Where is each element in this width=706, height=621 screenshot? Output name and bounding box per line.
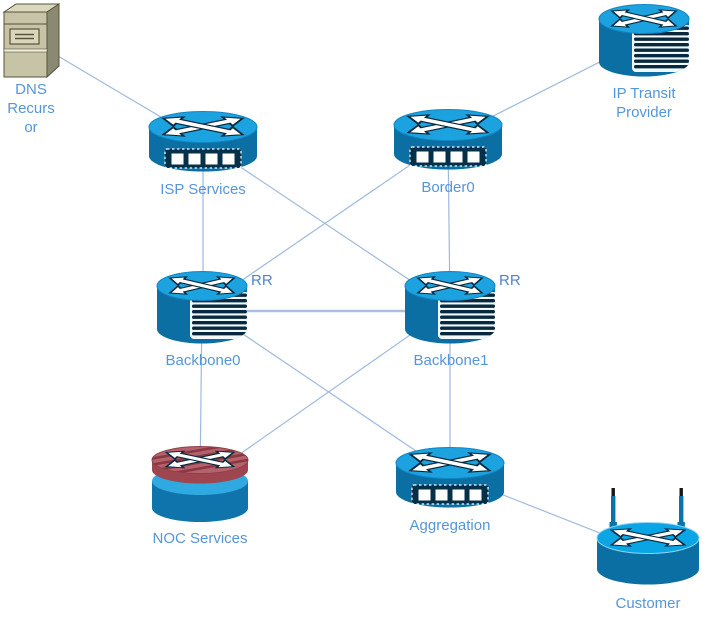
- edge-backbone0-aggregation: [202, 306, 451, 475]
- node-ip-transit-provider[interactable]: [597, 2, 691, 80]
- tag-backbone0-rr: RR: [251, 272, 273, 289]
- edge-border0-backbone0: [202, 138, 449, 308]
- router-redtop-icon: [150, 445, 250, 523]
- router-ports-icon: [393, 108, 503, 170]
- node-isp-services[interactable]: [148, 110, 258, 172]
- router-stack-icon: [597, 2, 691, 80]
- node-aggregation[interactable]: [395, 446, 505, 508]
- wireless-router-icon: [595, 486, 701, 586]
- label-backbone1: Backbone1: [413, 352, 489, 369]
- label-border0: Border0: [421, 179, 475, 196]
- label-noc-services: NOC Services: [152, 530, 248, 547]
- label-ip-transit-provider: IP Transit Provider: [612, 85, 676, 121]
- label-isp-services: ISP Services: [160, 181, 246, 198]
- router-ports-icon: [395, 446, 505, 508]
- tag-backbone1-rr: RR: [499, 272, 521, 289]
- label-backbone0: Backbone0: [165, 352, 241, 369]
- label-dns-recursor: DNS Recurs or: [7, 81, 55, 136]
- node-dns-recursor[interactable]: [2, 1, 60, 79]
- label-aggregation: Aggregation: [409, 517, 491, 534]
- label-customer: Customer: [615, 595, 681, 612]
- router-ports-icon: [148, 110, 258, 172]
- node-noc-services[interactable]: [150, 445, 250, 523]
- router-stack-icon: [155, 269, 249, 347]
- node-border0[interactable]: [393, 108, 503, 170]
- node-customer[interactable]: [595, 486, 701, 586]
- router-stack-icon: [403, 269, 497, 347]
- node-backbone0[interactable]: [155, 269, 249, 347]
- server-icon: [2, 1, 60, 79]
- node-backbone1[interactable]: [403, 269, 497, 347]
